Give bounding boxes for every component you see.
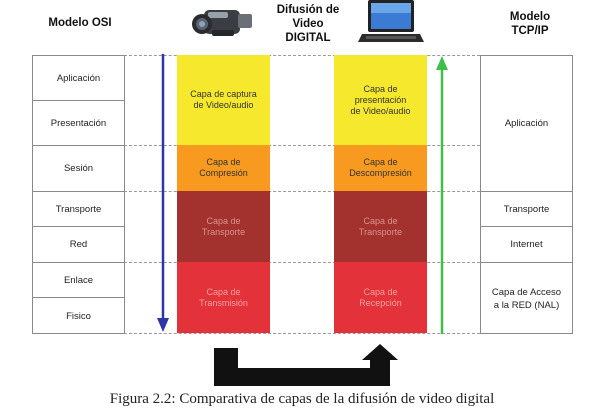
tcpip-stack: Aplicación Transporte Internet Capa de A… [480,55,573,334]
video-camera-icon [192,10,252,36]
receiver-transport-layer: Capa de Transporte [334,191,427,262]
sender-capture-layer: Capa de captura de Video/audio [177,55,270,145]
osi-layer-presentation: Presentación [33,101,124,146]
laptop-icon [358,0,424,42]
tcpip-layer-network-access: Capa de Acceso a la RED (NAL) [491,287,562,311]
tcpip-layer-transport: Transporte [481,192,572,227]
osi-layer-transport: Transporte [33,192,124,227]
figure-caption: Figura 2.2: Comparativa de capas de la d… [109,391,495,407]
video-broadcast-title: Difusión de Video DIGITAL [276,4,340,44]
receiver-reception-layer: Capa de Recepción [334,262,427,333]
osi-layer-session: Sesión [33,146,124,192]
sender-transport-layer: Capa de Transporte [177,191,270,262]
osi-layer-application: Aplicación [33,56,124,101]
receiver-decompression-layer: Capa de Descompresión [334,145,427,191]
tcpip-layer-internet: Internet [481,227,572,263]
osi-model-title: Modelo OSI [48,17,112,29]
up-arrow-icon [436,56,448,334]
tcpip-model-title: Modelo TCP/IP [509,11,551,37]
osi-layer-datalink: Enlace [33,263,124,298]
receiver-presentation-layer: Capa de presentación de Video/audio [334,55,427,145]
osi-layer-network: Red [33,227,124,263]
sender-compression-layer: Capa de Compresión [177,145,270,191]
transmission-path-arrow-icon [214,344,398,386]
osi-stack: Aplicación Presentación Sesión Transport… [32,55,125,334]
sender-transmission-layer: Capa de Transmisión [177,262,270,333]
tcpip-layer-application: Aplicación [481,56,572,192]
down-arrow-icon [157,54,169,332]
osi-layer-physical: Fisico [66,311,91,322]
